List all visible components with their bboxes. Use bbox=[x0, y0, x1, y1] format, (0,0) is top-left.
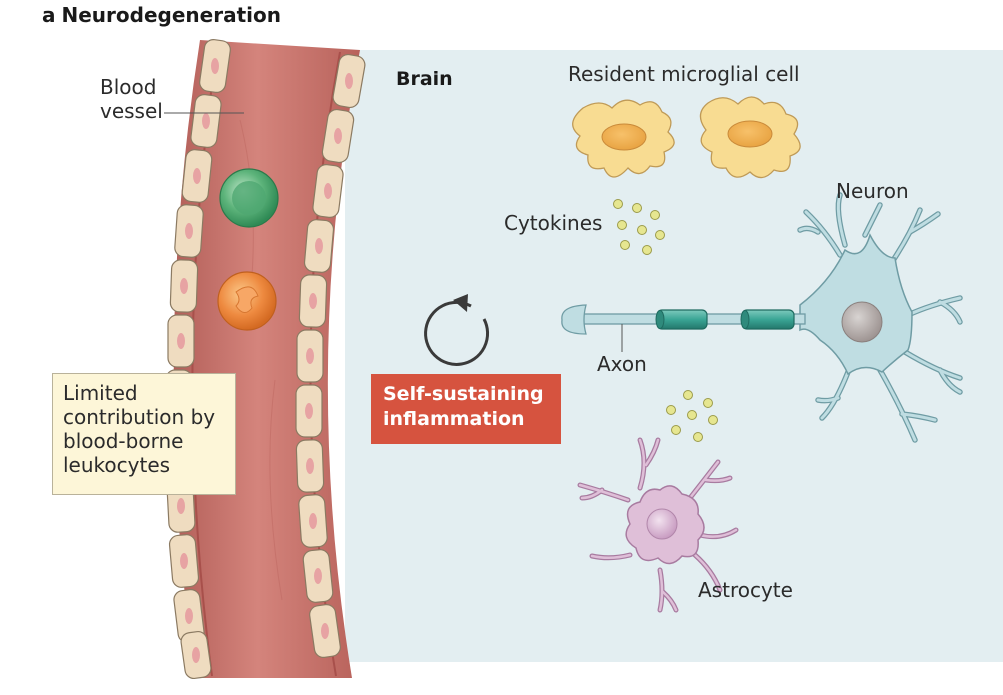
inflammation-box: Self-sustaining inflammation bbox=[371, 374, 561, 444]
leukocyte-note-box: Limited contribution by blood-borne leuk… bbox=[52, 373, 236, 495]
cytokines-upper bbox=[613, 199, 665, 255]
microglia-label: Resident microglial cell bbox=[568, 62, 800, 86]
inflammation-line2: inflammation bbox=[383, 408, 525, 430]
blood-vessel-label-line2: vessel bbox=[100, 99, 163, 123]
neuron bbox=[561, 192, 963, 443]
blood-vessel-label: Blood vessel bbox=[100, 75, 163, 123]
cycle-arrow-icon bbox=[424, 294, 490, 366]
cytokines-lower bbox=[666, 390, 718, 442]
leukocyte-note-line1: Limited bbox=[63, 381, 138, 405]
endothelial-nuclei-right bbox=[305, 73, 353, 639]
leukocyte-note-line3: blood-borne bbox=[63, 429, 184, 453]
leukocyte-note-line2: contribution by bbox=[63, 405, 216, 429]
microglial-cell-right bbox=[699, 96, 801, 179]
orange-leukocyte bbox=[217, 271, 277, 331]
panel-title-text: Neurodegeneration bbox=[61, 3, 281, 27]
cytokines-label: Cytokines bbox=[504, 211, 603, 235]
brain-label: Brain bbox=[396, 68, 453, 90]
leukocyte-note-line4: leukocytes bbox=[63, 453, 171, 477]
astrocyte-label: Astrocyte bbox=[698, 578, 793, 602]
axon-label: Axon bbox=[597, 352, 647, 376]
neuron-label: Neuron bbox=[836, 179, 909, 203]
inflammation-line1: Self-sustaining bbox=[383, 383, 544, 405]
green-leukocyte bbox=[219, 168, 279, 228]
microglial-cell-left bbox=[572, 99, 675, 178]
astrocyte bbox=[577, 437, 739, 613]
blood-vessel-label-line1: Blood bbox=[100, 75, 157, 99]
panel-letter: a bbox=[42, 3, 56, 27]
